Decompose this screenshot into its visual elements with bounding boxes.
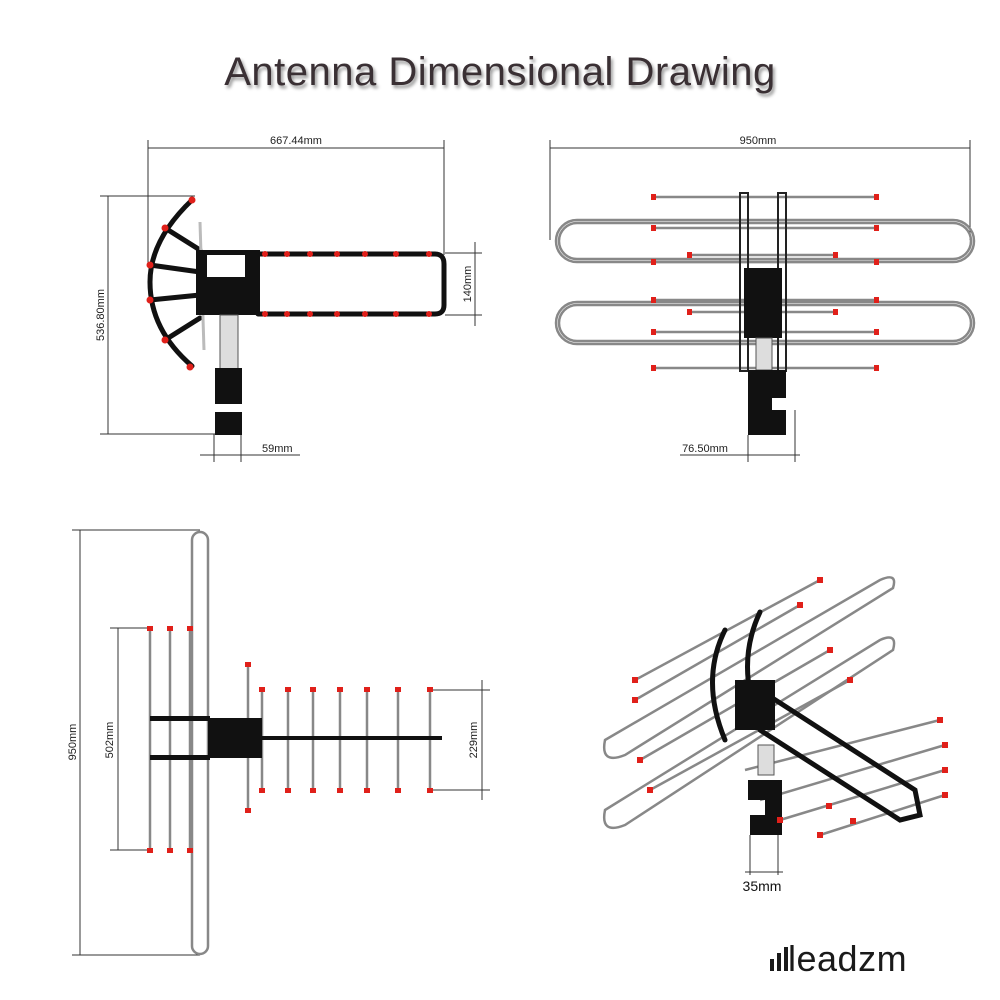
side-width-label: 667.44mm bbox=[270, 135, 322, 147]
iso-loops bbox=[602, 576, 896, 830]
iso-tips bbox=[632, 577, 948, 838]
top-housing bbox=[208, 718, 262, 758]
side-motor bbox=[215, 368, 242, 404]
signal-bars-icon bbox=[770, 947, 788, 971]
brand-logo: leadzm bbox=[770, 938, 907, 980]
clamp-width-label: 76.50mm bbox=[682, 443, 728, 455]
iso-clamp bbox=[748, 780, 782, 835]
brand-name: leadzm bbox=[788, 938, 908, 979]
isometric-view: 35mm bbox=[602, 576, 948, 894]
side-mast bbox=[219, 314, 239, 371]
front-housing bbox=[744, 268, 782, 338]
reflector-span-label: 502mm bbox=[104, 722, 116, 759]
top-reflectors bbox=[148, 630, 192, 850]
top-tips bbox=[147, 626, 433, 853]
top-length-label: 950mm bbox=[67, 724, 79, 761]
side-tips bbox=[146, 196, 432, 371]
side-view: 667.44mm 536.80mm 140mm 59mm bbox=[95, 135, 482, 462]
iso-clamp-label: 35mm bbox=[743, 878, 782, 894]
iso-housing bbox=[735, 680, 775, 730]
loop-gap-label: 140mm bbox=[462, 266, 474, 303]
iso-dipole-loop bbox=[757, 687, 923, 823]
page-title: Antenna Dimensional Drawing bbox=[224, 50, 776, 94]
front-view: 950mm 76.50mm bbox=[549, 135, 976, 462]
side-dimension-lines bbox=[100, 140, 482, 462]
mast-width-label: 59mm bbox=[262, 443, 293, 455]
top-loop bbox=[190, 530, 210, 956]
side-height-label: 536.80mm bbox=[95, 289, 107, 341]
reflector-arc bbox=[147, 197, 206, 369]
front-tips bbox=[651, 194, 879, 371]
top-view: 950mm 502mm 229mm bbox=[67, 529, 490, 956]
front-width-label: 950mm bbox=[740, 135, 777, 147]
director-span-label: 229mm bbox=[468, 722, 480, 759]
side-dipole-loop bbox=[255, 251, 447, 317]
front-clamp bbox=[748, 370, 786, 435]
